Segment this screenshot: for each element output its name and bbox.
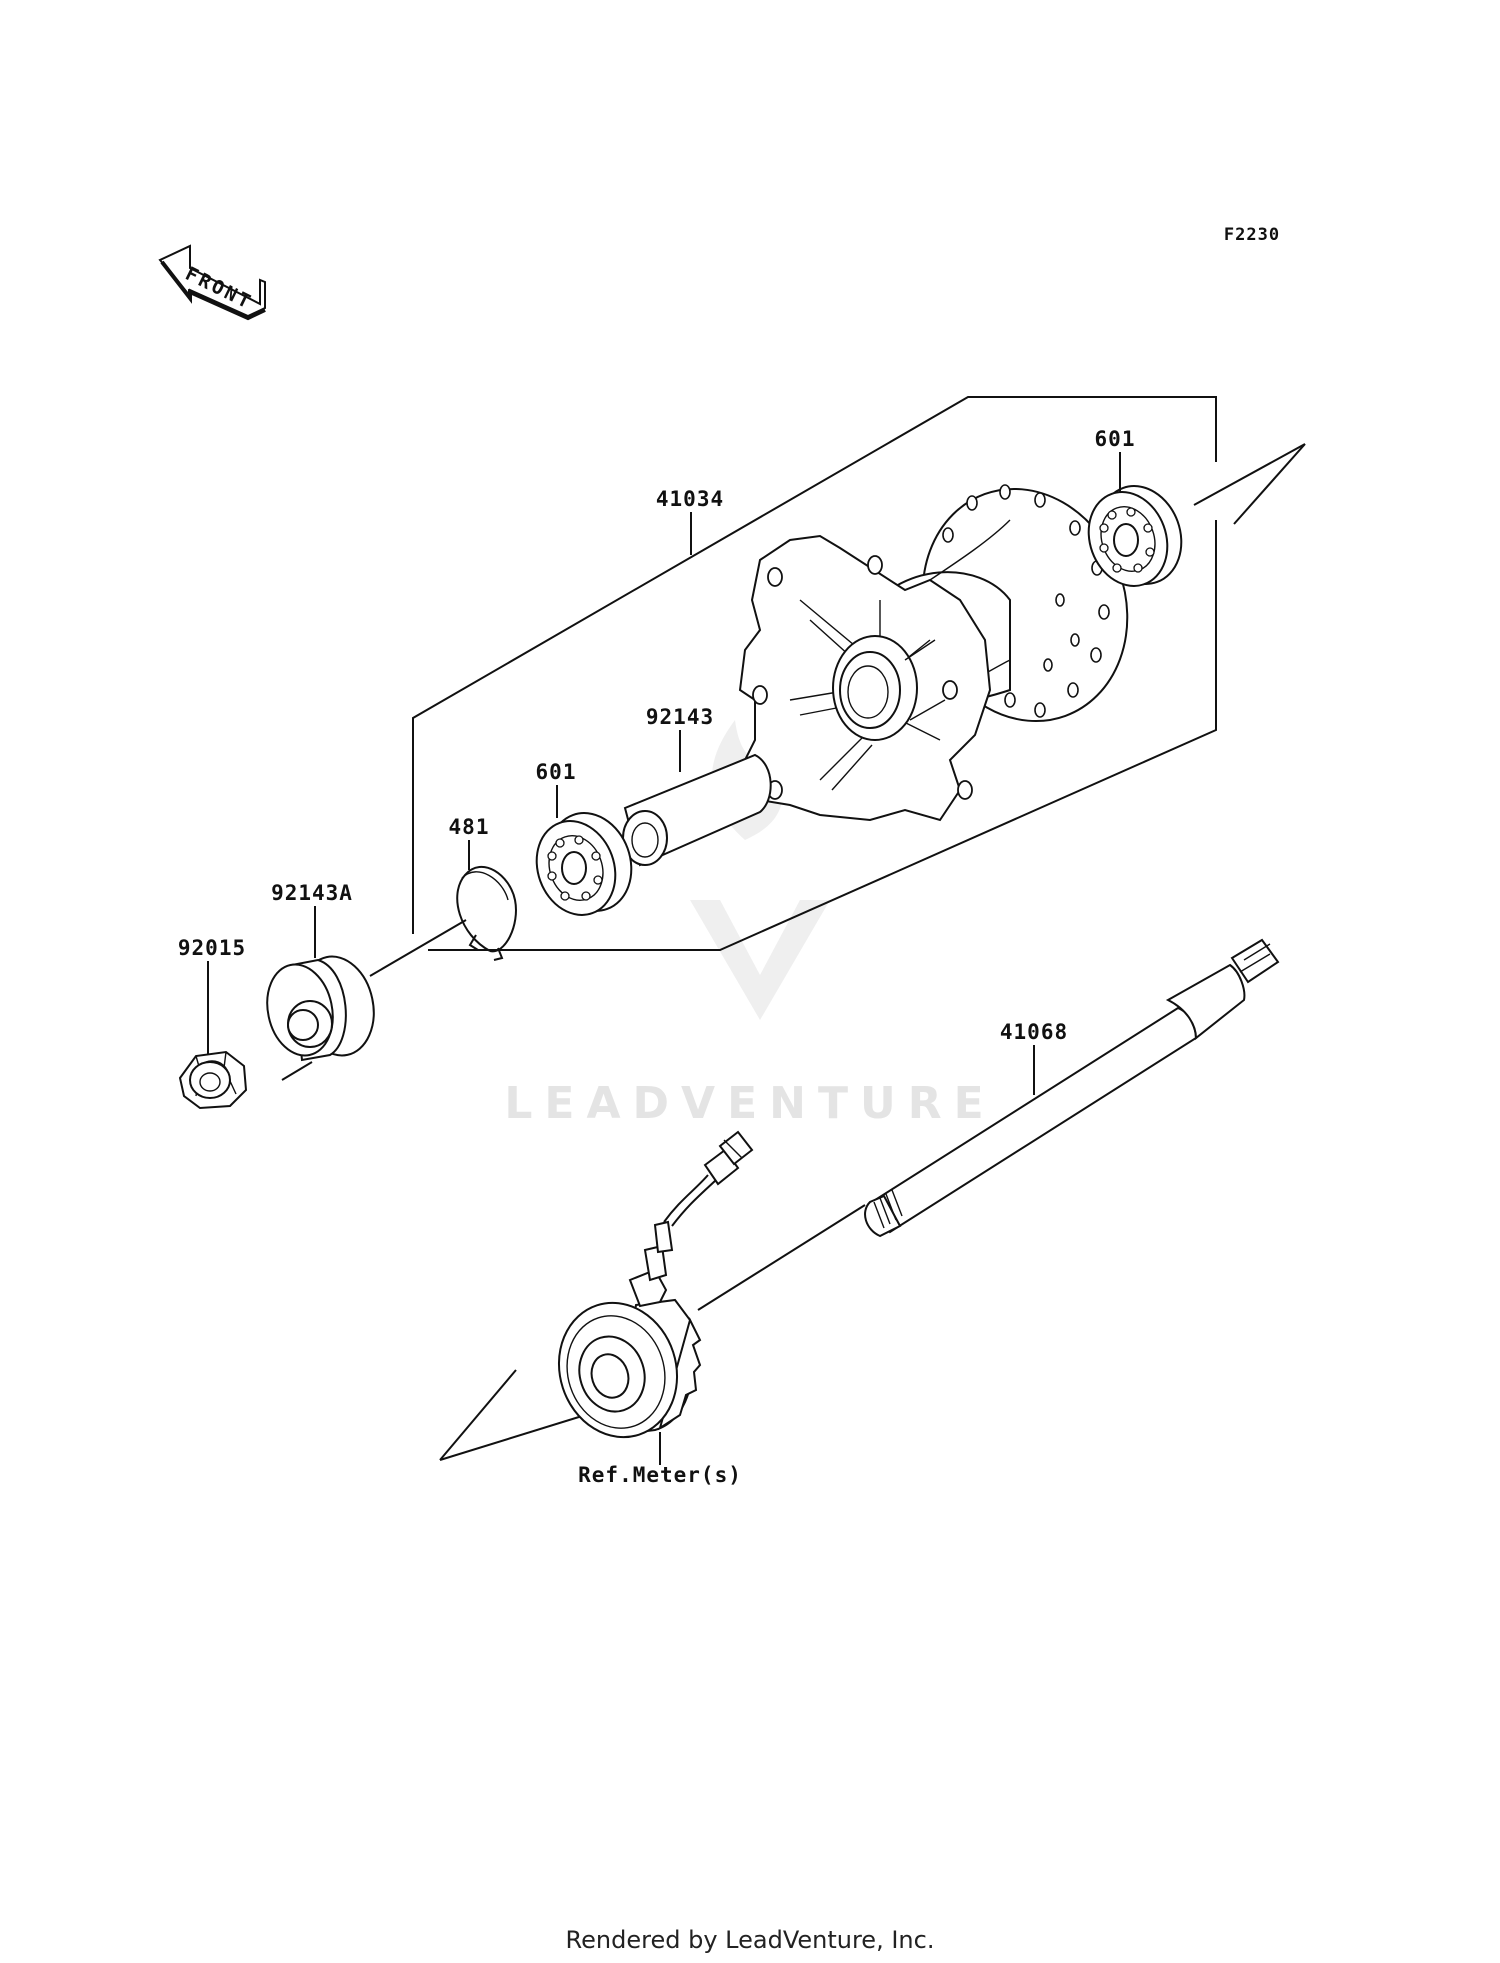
- collar: [266, 955, 375, 1062]
- axis-lines: [281, 443, 1306, 1461]
- label-axle: 41068: [1000, 1020, 1068, 1044]
- circlip: [456, 865, 517, 961]
- figure-code: F2230: [1224, 225, 1280, 245]
- bearing-left: [535, 812, 633, 916]
- label-bearing-right: 601: [1095, 427, 1136, 451]
- label-circlip: 481: [449, 815, 490, 839]
- front-arrow-icon: FRONT: [158, 244, 266, 321]
- label-spacer: 92143: [646, 705, 714, 729]
- watermark-text: LEADVENTURE: [504, 1078, 995, 1129]
- hub-assembly-bracket: [412, 396, 1217, 951]
- spacer-tube: [622, 753, 772, 867]
- meter-gear-housing: [557, 1130, 754, 1439]
- label-collar: 92143A: [271, 881, 353, 905]
- part-labels: 41034 601 92143 601 481 92143A 92015 410…: [178, 427, 1136, 1487]
- wheel-hub: [738, 484, 1129, 822]
- label-nut: 92015: [178, 936, 246, 960]
- axle: [864, 938, 1280, 1238]
- bearing-right: [1087, 485, 1183, 587]
- label-meter-ref: Ref.Meter(s): [578, 1463, 742, 1487]
- label-hub: 41034: [656, 487, 724, 511]
- leader-lines: [207, 452, 1121, 1465]
- axle-nut: [178, 1050, 248, 1110]
- label-bearing-left: 601: [536, 760, 577, 784]
- footer-credit: Rendered by LeadVenture, Inc.: [565, 1926, 935, 1954]
